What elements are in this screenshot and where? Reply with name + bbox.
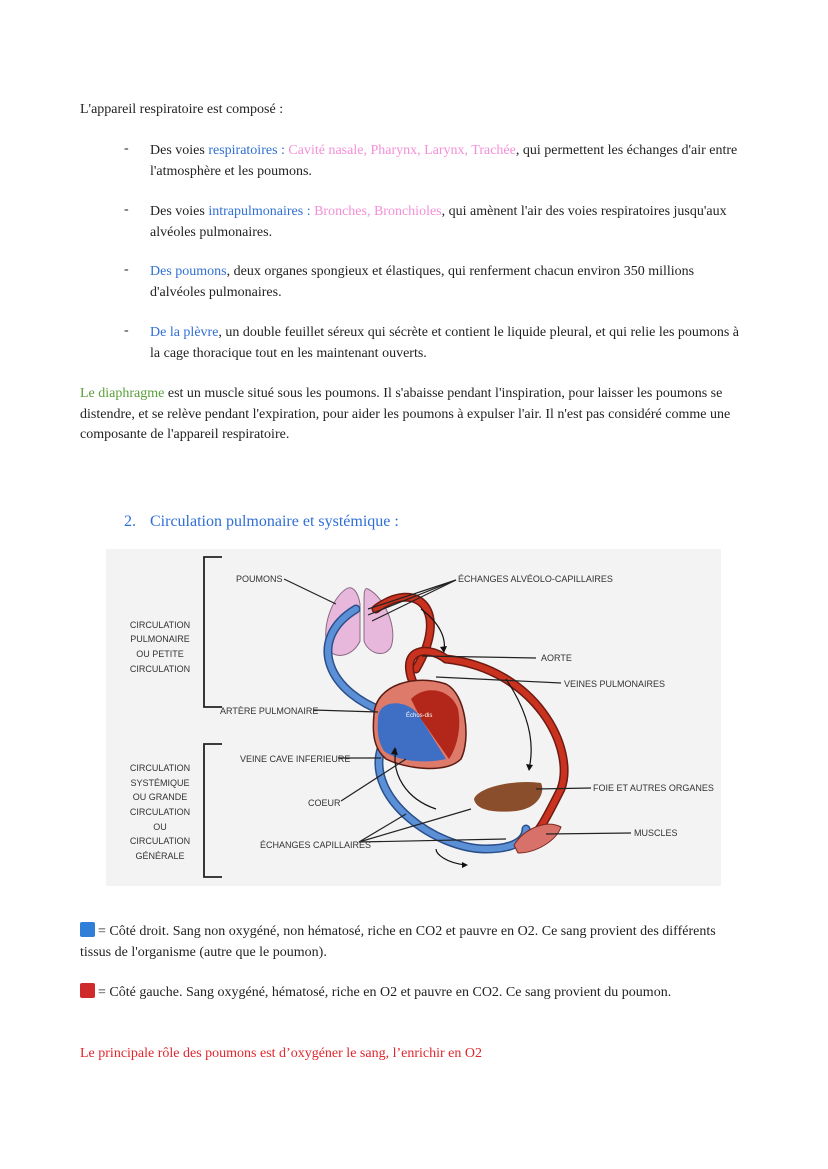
label-coeur: COEUR [308,798,341,808]
leader-line [358,838,507,843]
label-muscles: MUSCLES [634,828,678,838]
svg-text:OU PETITE: OU PETITE [136,649,184,659]
circulation-svg: Échos-dis POUMONS ÉCHANGES ALVÉOLO-CAPIL… [130,556,714,878]
text: Des voies [150,143,209,158]
section-number: 2. [124,513,136,530]
right-heart [377,703,446,762]
leader-line [435,676,562,684]
svg-text:CIRCULATION: CIRCULATION [130,664,190,674]
description: est un muscle situé sous les poumons. Il… [80,386,731,442]
circulation-diagram: Échos-dis POUMONS ÉCHANGES ALVÉOLO-CAPIL… [106,549,721,886]
leader-line [421,655,537,659]
term: Le diaphragme [80,386,165,401]
colon: : [277,143,289,158]
svg-text:GÉNÉRALE: GÉNÉRALE [135,851,184,861]
pulmonary-bracket [203,556,222,708]
muscle [513,823,562,854]
leader-line [358,808,472,843]
term: respiratoires [208,143,278,158]
list-dash: - [124,262,129,277]
term: Des poumons [150,264,227,279]
right-lung [363,588,394,655]
organs: Bronches, Bronchioles [314,204,442,219]
colon: : [303,204,315,219]
blue-square-icon [80,922,95,937]
organs: Cavité nasale, Pharynx, Larynx, Trachée [288,143,516,158]
description: , un double feuillet séreux qui sécrète … [150,325,739,361]
svg-text:CIRCULATION: CIRCULATION [130,807,190,817]
label-artere-pulmonaire: ARTÈRE PULMONAIRE [220,706,318,716]
diaphragme-paragraph: Le diaphragme est un muscle situé sous l… [80,384,750,446]
flow-arrow [435,848,467,866]
label-veines-pulmonaires: VEINES PULMONAIRES [564,679,665,689]
liver [474,781,543,812]
text: Des voies [150,204,209,219]
label-circulation-systemique: CIRCULATION SYSTÉMIQUE OU GRANDE CIRCULA… [130,763,190,861]
label-echanges-capillaires: ÉCHANGES CAPILLAIRES [260,840,371,850]
legend-right-text: = Côté droit. Sang non oxygéné, non héma… [80,924,716,960]
list-item: Des poumons, deux organes spongieux et é… [150,262,750,303]
label-veine-cave: VEINE CAVE INFERIEURE [240,754,350,764]
label-aorte: AORTE [541,653,572,663]
label-echanges-alveolo: ÉCHANGES ALVÉOLO-CAPILLAIRES [458,574,613,584]
term: intrapulmonaires [208,204,304,219]
list-item: Des voies respiratoires : Cavité nasale,… [150,141,750,182]
description: , qui amènent l'air des voies respiratoi… [150,204,727,240]
svg-text:CIRCULATION: CIRCULATION [130,836,190,846]
leader-line [545,832,632,835]
legend-left-side: = Côté gauche. Sang oxygéné, hématosé, r… [80,983,750,1004]
systemic-bracket [203,743,222,878]
section-title: Circulation pulmonaire et systémique : [150,513,399,530]
legend-left-text: = Côté gauche. Sang oxygéné, hématosé, r… [98,985,672,1000]
leader-line [283,578,337,605]
red-square-icon [80,983,95,998]
conclusion-text: Le principale rôle des poumons est d’oxy… [80,1046,482,1061]
intro-text: L'appareil respiratoire est composé : [80,102,284,117]
svg-text:SYSTÉMIQUE: SYSTÉMIQUE [130,778,189,788]
svg-text:OU GRANDE: OU GRANDE [133,792,188,802]
term: De la plèvre [150,325,219,340]
label-poumons: POUMONS [236,574,283,584]
aorta [406,648,568,842]
leader-line [535,787,592,790]
leader-line [340,758,407,802]
description: , deux organes spongieux et élastiques, … [150,264,695,300]
svg-text:OU: OU [153,822,167,832]
leader-line [367,579,457,616]
pulmonary-artery [325,606,394,717]
leader-line [358,813,407,843]
label-circulation-pulmonaire: CIRCULATION PULMONAIRE OU PETITE CIRCULA… [130,620,190,674]
svg-text:CIRCULATION: CIRCULATION [130,620,190,630]
section-heading: 2. Circulation pulmonaire et systémique : [124,513,399,531]
list-dash: - [124,323,129,338]
heart-tag: Échos-dis [406,712,432,719]
left-heart [411,690,460,759]
leader-line [312,709,379,713]
flow-arrow [505,678,532,770]
flow-arrow [394,748,437,810]
svg-text:CIRCULATION: CIRCULATION [130,763,190,773]
list-dash: - [124,202,129,217]
label-foie: FOIE ET AUTRES ORGANES [593,783,714,793]
legend-right-side: = Côté droit. Sang non oxygéné, non héma… [80,922,750,963]
svg-text:PULMONAIRE: PULMONAIRE [130,634,190,644]
leader-line [367,579,457,610]
leader-line [371,579,457,622]
list-dash: - [124,141,129,156]
description: , qui permettent les échanges d'air entr… [150,143,738,179]
list-item: Des voies intrapulmonaires : Bronches, B… [150,202,750,243]
list-item: De la plèvre, un double feuillet séreux … [150,323,750,364]
